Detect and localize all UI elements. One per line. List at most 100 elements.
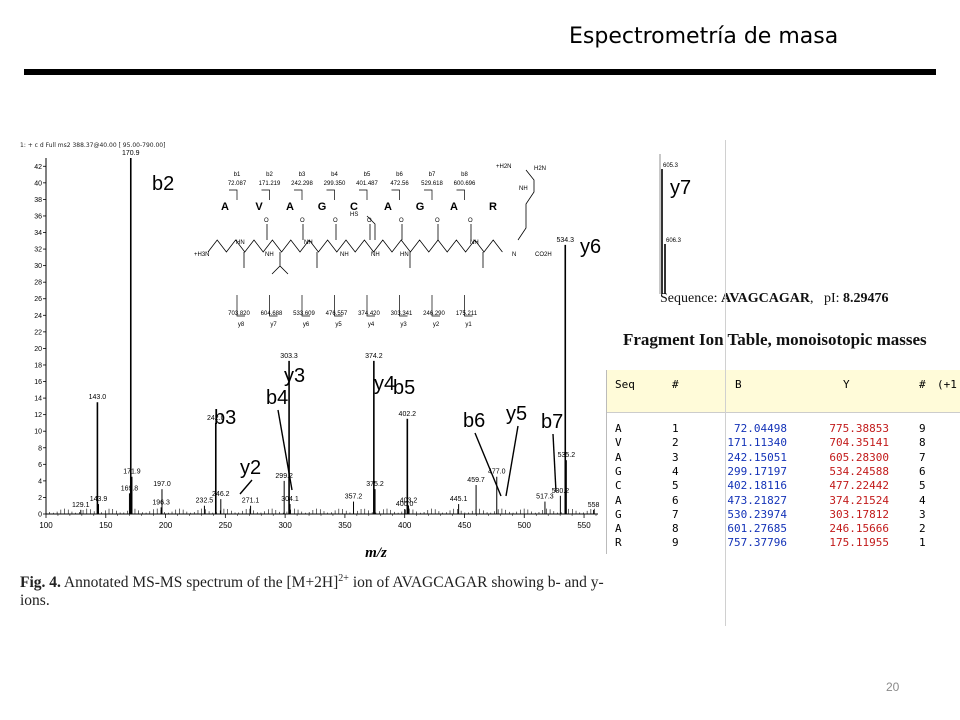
- y-tick-label: 36: [34, 213, 42, 220]
- inset-peak-label: 606.3: [666, 238, 682, 244]
- y-tick-label: 12: [34, 412, 42, 419]
- cell-num2: 1: [919, 536, 926, 550]
- peak-label: 375.2: [366, 481, 384, 488]
- residue-letter: G: [416, 201, 425, 213]
- b-ion-mass: 472.56: [390, 181, 409, 187]
- side-chain: [366, 215, 376, 240]
- b-cleavage-bracket: [391, 189, 400, 200]
- residue-letter: A: [384, 201, 392, 213]
- ion-label: b2: [152, 173, 174, 195]
- y-ion-mass: 175.211: [456, 311, 478, 317]
- cell-num2: 6: [919, 464, 926, 478]
- peak-label: 403.2: [400, 498, 418, 505]
- residue-letter: A: [450, 201, 458, 213]
- cell-seq: V: [615, 436, 622, 450]
- header-y: Y: [843, 378, 850, 391]
- cell-num2: 3: [919, 507, 926, 521]
- peak-label: 129.1: [72, 502, 90, 509]
- peak-label: 534.3: [557, 237, 575, 244]
- chem-atom-label: +H2N: [496, 164, 512, 170]
- cell-num2: 2: [919, 522, 926, 536]
- b-ion-mass: 242.298: [291, 181, 313, 187]
- y-tick-label: 40: [34, 180, 42, 187]
- oxygen-atom: O: [333, 218, 338, 224]
- y-ion-mass: 374.420: [358, 311, 380, 317]
- cell-b: 757.37796: [727, 536, 787, 550]
- residue-letter: G: [318, 201, 327, 213]
- chem-atom-label: CO2H: [535, 252, 552, 258]
- b-cleavage-bracket: [229, 189, 238, 200]
- peak-label: 374.2: [365, 353, 383, 360]
- b-ion-index: b2: [266, 172, 273, 178]
- peak-label: 517.3: [536, 494, 554, 501]
- cell-num2: 5: [919, 479, 926, 493]
- y-tick-label: 20: [34, 346, 42, 353]
- peak-label: 402.2: [399, 411, 417, 418]
- ion-label: y2: [240, 457, 261, 479]
- y-ion-index: y4: [368, 322, 375, 328]
- cell-b: 402.18116: [727, 479, 787, 493]
- b-ion-index: b1: [234, 172, 241, 178]
- y-cleavage-bracket: [269, 295, 278, 317]
- b-ion-index: b4: [331, 172, 338, 178]
- peak-label: 530.2: [552, 488, 570, 495]
- sequence-value: AVAGCAGAR: [721, 291, 810, 306]
- header-num: #: [672, 378, 679, 391]
- cell-b: 299.17197: [727, 464, 787, 478]
- ion-label: b5: [393, 377, 415, 399]
- ms-ms-spectrum-chart: 1: + c d Full ms2 388.37@40.00 [ 95.00-7…: [20, 142, 601, 561]
- y-ion-index: y6: [303, 322, 310, 328]
- peaks: 129.1143.0143.9169.8170.9171.9196.3197.0…: [45, 150, 600, 514]
- peak-label: 299.2: [275, 473, 293, 480]
- header-num2: #: [919, 378, 926, 391]
- ion-label: b4: [266, 387, 288, 409]
- ion-pointer: [505, 425, 519, 497]
- y-cleavage-bracket: [366, 295, 375, 317]
- caption-text-1: Annotated MS-MS spectrum of the [M+2H]: [60, 574, 339, 592]
- y-tick-label: 30: [34, 263, 42, 270]
- chem-atom-label: HS: [350, 212, 358, 218]
- cell-num: 2: [672, 436, 679, 450]
- b-ion-index: b7: [429, 172, 436, 178]
- cell-y: 175.11955: [829, 536, 889, 550]
- y-tick-label: 28: [34, 280, 42, 287]
- chem-atom-label: NH: [265, 252, 274, 258]
- ion-label: b3: [214, 407, 236, 429]
- b-cleavage-bracket: [456, 189, 465, 200]
- ion-pointer: [239, 479, 253, 495]
- peak-label: 242.0: [207, 415, 225, 422]
- peak-label: 197.0: [153, 481, 171, 488]
- chem-atom-label: NH: [371, 252, 380, 258]
- side-chain: [271, 252, 289, 275]
- cell-y: 477.22442: [829, 479, 889, 493]
- y-ion-mass: 533.609: [293, 311, 315, 317]
- y-tick-label: 8: [38, 445, 42, 452]
- oxygen-atom: O: [264, 218, 269, 224]
- b-ion-mass: 529.618: [421, 181, 443, 187]
- y-tick-label: 42: [34, 164, 42, 171]
- peak-label: 477.0: [488, 469, 506, 476]
- x-tick-label: 500: [518, 521, 532, 530]
- caption-text-2: ion of AVAGCAGAR showing b- and y-ions.: [20, 574, 604, 610]
- chem-atom-label: N: [512, 252, 516, 258]
- peak-label: 196.3: [152, 499, 170, 506]
- y-ion-index: y8: [238, 322, 245, 328]
- peak-label: 303.3: [280, 353, 298, 360]
- b-ion-mass: 600.696: [454, 181, 476, 187]
- residue-letter: R: [489, 201, 497, 213]
- ion-pointer: [552, 433, 557, 493]
- cell-num: 7: [672, 507, 679, 521]
- x-tick-label: 150: [99, 521, 113, 530]
- b-cleavage-bracket: [359, 189, 368, 200]
- header-b: B: [735, 378, 742, 391]
- ion-label: b6: [463, 410, 485, 432]
- x-tick-label: 250: [219, 521, 233, 530]
- chem-atom-label: HN: [236, 240, 245, 246]
- peak-label: 535.2: [558, 452, 576, 459]
- b-cleavage-bracket: [326, 189, 335, 200]
- header-charge: (+1: [937, 378, 957, 391]
- cell-y: 775.38853: [829, 422, 889, 435]
- chem-atom-label: NH: [340, 252, 349, 258]
- b-ion-mass: 401.487: [356, 181, 378, 187]
- peak-label: 400.0: [396, 501, 414, 508]
